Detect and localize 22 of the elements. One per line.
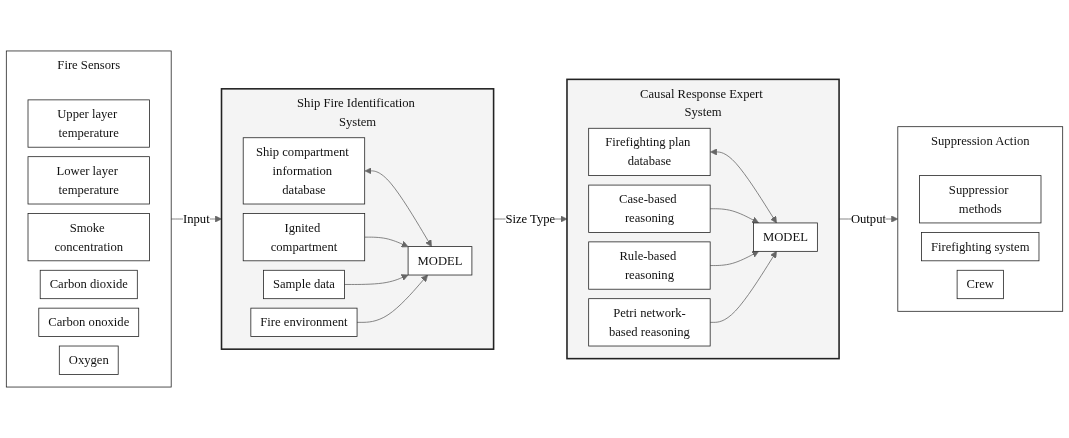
edge-label: Output — [850, 211, 886, 226]
node-box: Firefighting system — [921, 232, 1040, 262]
node-box: Sample data — [263, 269, 345, 300]
node-box: Upper layer temperature — [27, 99, 150, 148]
node-box: MODEL — [753, 222, 818, 252]
node-box: Lower layer temperature — [27, 156, 150, 205]
node-box: Ignited compartment — [242, 213, 366, 262]
node-box: Firefighting plan database — [588, 127, 711, 176]
node-box: MODEL — [407, 246, 473, 276]
node-box: Oxygen — [58, 345, 119, 375]
node-box: Case-based reasoning — [588, 184, 711, 233]
node-box: Smoke concentration — [27, 213, 150, 262]
node-box: Rule-based reasoning — [588, 241, 711, 290]
node-box: Carbon onoxide — [38, 307, 140, 337]
node-box: Carbon dioxide — [39, 269, 138, 300]
node-box: Ship compartment information database — [242, 137, 366, 205]
node-box: Crew — [956, 269, 1004, 300]
edge-label: Input — [183, 211, 210, 226]
edge-label: Size Type — [505, 211, 556, 226]
node-box: Fire environment — [250, 307, 358, 337]
node-box: Petri network-based reasoning — [588, 298, 711, 347]
node-box: Suppressior methods — [919, 175, 1042, 224]
